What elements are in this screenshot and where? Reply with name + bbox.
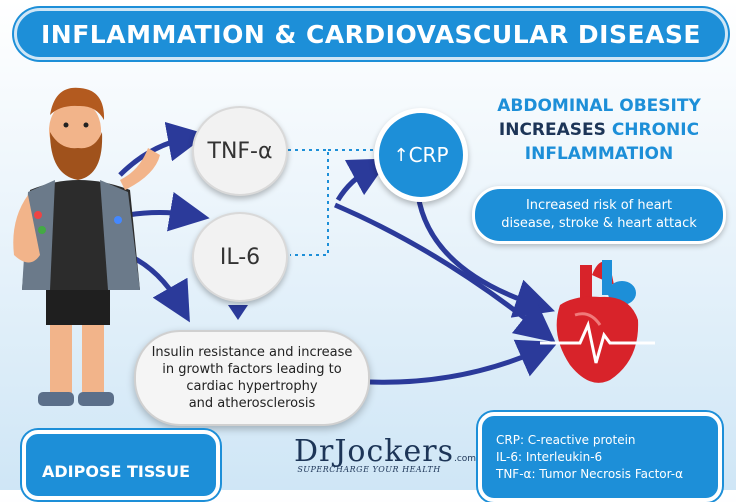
risk-callout: Increased risk of heart disease, stroke … [472, 186, 726, 244]
headline-chronic: CHRONIC [611, 120, 700, 140]
adipose-tissue-label: ADIPOSE TISSUE [42, 462, 191, 481]
insulin-line-2: in growth factors leading to [162, 362, 342, 377]
legend-crp: CRP: C-reactive protein [496, 433, 636, 447]
adipose-tissue-label-box: ADIPOSE TISSUE [22, 430, 220, 500]
il6-node: IL-6 [192, 212, 288, 302]
crp-up-arrow-icon: ↑ [393, 144, 409, 166]
logo-name: Jockers [334, 434, 454, 469]
insulin-line-4: and atherosclerosis [188, 396, 316, 411]
arrow-crp-to-heart [415, 194, 555, 318]
dotted-tnf-to-crp [288, 149, 329, 256]
headline-line-3: INFLAMMATION [524, 144, 674, 164]
insulin-line-1: Insulin resistance and increase [151, 345, 353, 360]
tnf-alpha-label: TNF-α [207, 138, 273, 164]
drjockers-logo: DrJockers.com SUPERCHARGE YOUR HEALTH [294, 434, 476, 474]
logo-tagline: SUPERCHARGE YOUR HEALTH [297, 465, 441, 474]
risk-line-2: disease, stroke & heart attack [501, 216, 697, 231]
logo-prefix: Dr [294, 434, 335, 469]
heart-illustration [540, 260, 655, 383]
abbreviation-legend: CRP: C-reactive protein IL-6: Interleuki… [478, 412, 722, 502]
legend-il6: IL-6: Interleukin-6 [496, 450, 603, 464]
il6-down-triangle [228, 305, 248, 320]
logo-dotcom: .com [453, 454, 477, 464]
crp-node: ↑ CRP [374, 108, 468, 202]
headline-line-1: ABDOMINAL OBESITY [497, 96, 701, 116]
arrow-to-crp [335, 158, 390, 202]
insulin-resistance-callout: Insulin resistance and increase in growt… [134, 330, 370, 426]
arrow-to-il6 [127, 191, 210, 232]
connector-layer [118, 121, 559, 385]
insulin-line-3: cardiac hypertrophy [186, 379, 318, 394]
headline: ABDOMINAL OBESITY INCREASES CHRONIC INFL… [474, 94, 724, 166]
title-banner: INFLAMMATION & CARDIOVASCULAR DISEASE [14, 8, 728, 60]
arrow-insulin-to-heart [369, 339, 559, 385]
arrow-diagonal-to-heart [334, 202, 556, 343]
headline-increases: INCREASES [498, 120, 606, 140]
crp-label: CRP [408, 143, 449, 167]
page-title: INFLAMMATION & CARDIOVASCULAR DISEASE [40, 19, 702, 49]
legend-tnf: TNF-α: Tumor Necrosis Factor-α [496, 467, 684, 481]
bearded-man-illustration [13, 87, 160, 406]
tnf-alpha-node: TNF-α [192, 106, 288, 196]
risk-line-1: Increased risk of heart [525, 198, 673, 213]
il6-label: IL-6 [219, 244, 261, 270]
